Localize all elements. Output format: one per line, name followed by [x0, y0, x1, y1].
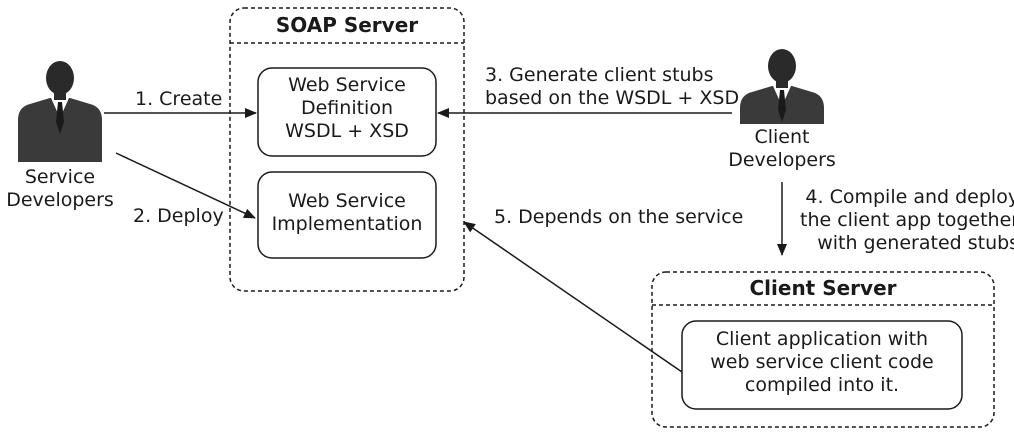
client-server-title: Client Server	[749, 276, 897, 300]
arrow-deploy	[115, 152, 256, 219]
web-service-definition-box	[257, 67, 437, 157]
service-developer-icon	[18, 61, 102, 162]
arrow-depends	[463, 221, 683, 373]
compile-deploy-label: 4. Compile and deploy the client app tog…	[800, 186, 1014, 254]
create-arrow-label: 1. Create	[135, 88, 223, 110]
client-developers-label: Client Developers	[728, 126, 836, 171]
deploy-arrow-label: 2. Deploy	[133, 205, 224, 227]
client-developer-icon	[740, 49, 824, 124]
client-application-box	[681, 320, 963, 410]
web-service-implementation-label: Web Service Implementation	[271, 190, 423, 235]
soap-server-title: SOAP Server	[275, 13, 419, 37]
client-server-container	[651, 271, 995, 428]
soap-server-container	[229, 7, 465, 292]
service-developers-label: Service Developers	[6, 166, 114, 211]
web-service-implementation-box	[257, 171, 437, 259]
depends-arrow-label: 5. Depends on the service	[494, 206, 744, 228]
generate-stubs-label: 3. Generate client stubs based on the WS…	[485, 64, 740, 109]
client-application-label: Client application with web service clie…	[710, 328, 934, 396]
web-service-definition-label: Web Service Definition WSDL + XSD	[285, 74, 409, 142]
